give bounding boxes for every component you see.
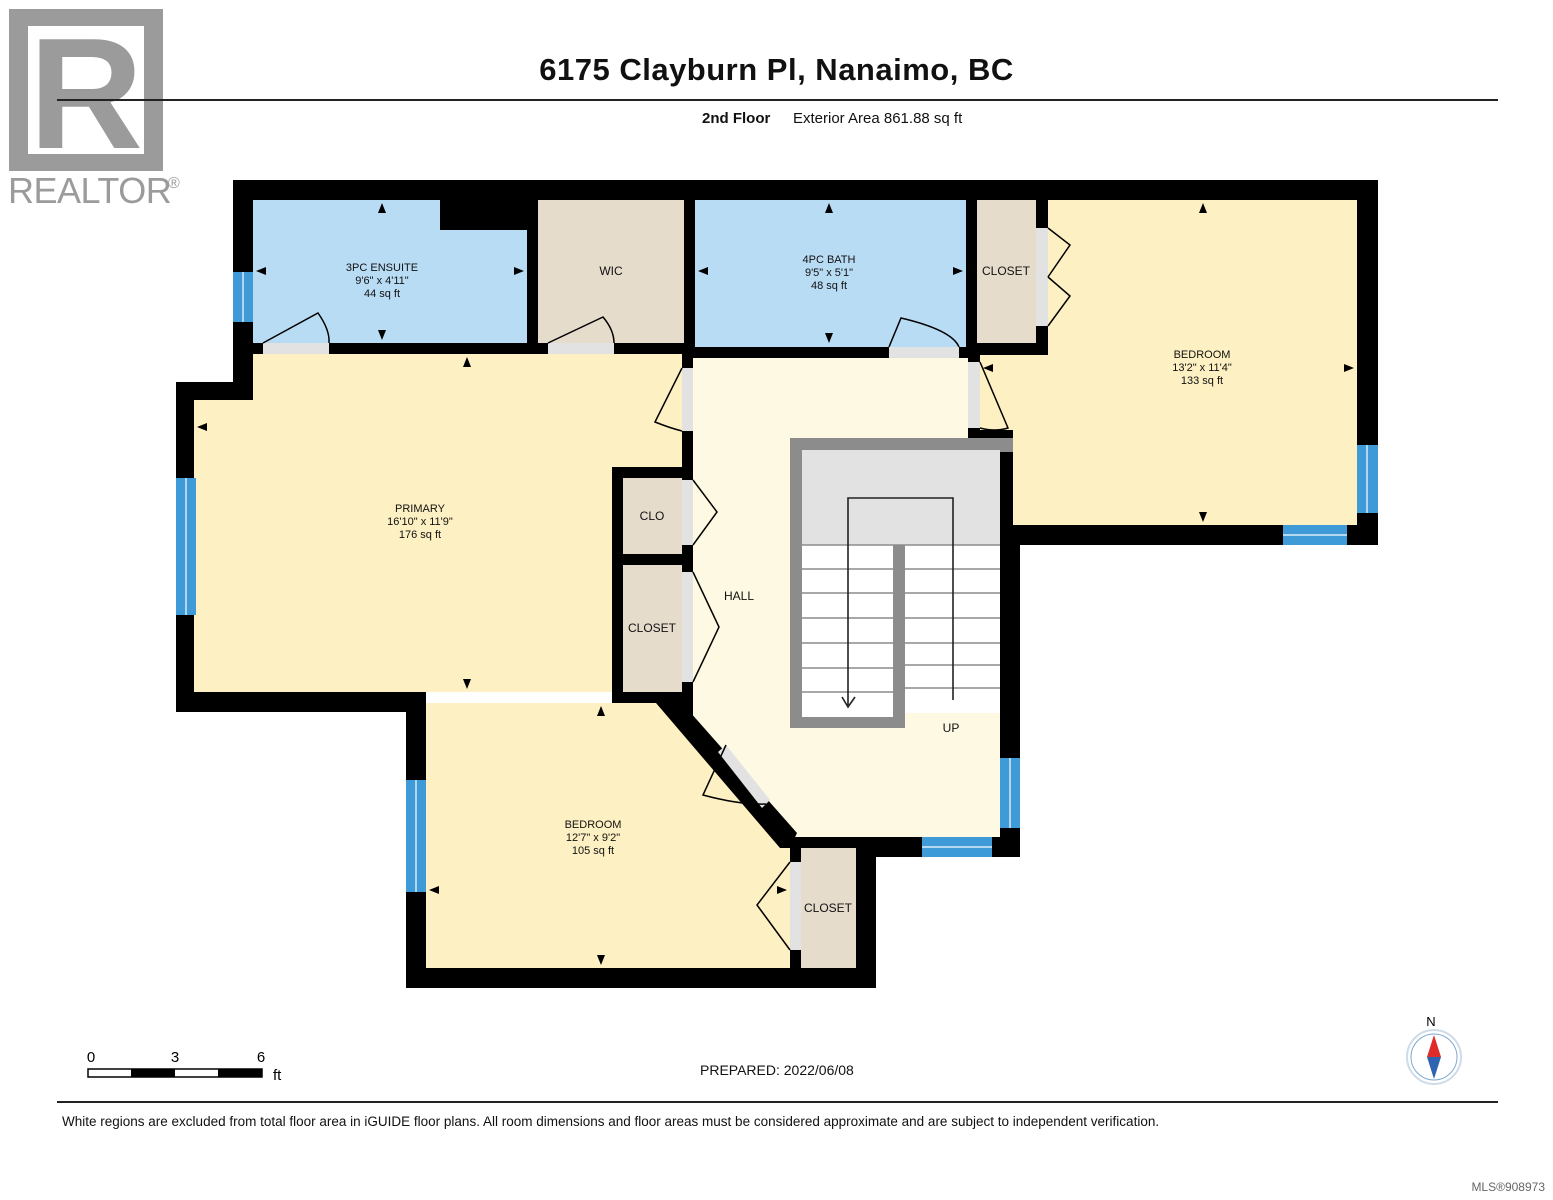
floor-name: 2nd Floor bbox=[702, 110, 771, 127]
bedroom-s-dims: 12'7" x 9'2" bbox=[566, 832, 620, 844]
room-closet-s bbox=[801, 848, 856, 968]
scale-tick-3: 3 bbox=[171, 1049, 179, 1066]
exterior-area: Exterior Area 861.88 sq ft bbox=[793, 110, 963, 127]
room-closet-mid bbox=[623, 565, 682, 692]
hall-name: HALL bbox=[724, 589, 754, 603]
prepared-date: PREPARED: 2022/06/08 bbox=[700, 1062, 854, 1078]
bedroom-ne-area: 133 sq ft bbox=[1181, 375, 1223, 387]
door-opening-diagonal bbox=[718, 745, 770, 808]
wic-name: WIC bbox=[599, 264, 623, 278]
page-title: 6175 Clayburn Pl, Nanaimo, BC bbox=[539, 52, 1014, 87]
ensuite-dims: 9'6" x 4'11" bbox=[355, 275, 408, 287]
windows bbox=[176, 272, 1378, 892]
scale-tick-6: 6 bbox=[257, 1049, 265, 1066]
room-bedroom-s bbox=[426, 703, 790, 968]
room-4pc-bath bbox=[695, 200, 966, 347]
staircase bbox=[790, 438, 1013, 728]
compass-icon: N bbox=[1406, 1014, 1462, 1085]
room-bedroom-ne bbox=[980, 200, 1357, 525]
footer-rule bbox=[57, 1101, 1498, 1103]
logo-wordmark: REALTOR bbox=[8, 170, 171, 211]
compass-north-label: N bbox=[1426, 1014, 1435, 1029]
primary-dims: 16'10" x 11'9" bbox=[387, 516, 453, 528]
mls-number: MLS®908973 bbox=[1471, 1180, 1545, 1194]
dimension-arrows bbox=[197, 203, 1354, 965]
header-rule bbox=[57, 99, 1498, 101]
realtor-logo-mark: R REALTOR ® bbox=[8, 6, 180, 211]
bedroom-s-area: 105 sq ft bbox=[572, 845, 614, 857]
room-primary bbox=[194, 354, 682, 692]
ensuite-name: 3PC ENSUITE bbox=[346, 262, 418, 274]
door-openings bbox=[263, 228, 1048, 950]
floor-label: 2nd Floor bbox=[702, 110, 770, 127]
bedroom-ne-dims: 13'2" x 11'4" bbox=[1172, 362, 1232, 374]
diagonal-wall bbox=[656, 703, 797, 848]
bath-name: 4PC BATH bbox=[803, 254, 856, 266]
realtor-logo: R REALTOR ® bbox=[8, 6, 188, 213]
room-labels: 3PC ENSUITE 9'6" x 4'11" 44 sq ft WIC 4P… bbox=[346, 254, 1232, 915]
door-swings bbox=[262, 227, 1072, 951]
primary-area: 176 sq ft bbox=[399, 529, 441, 541]
scale-unit: ft bbox=[273, 1067, 282, 1084]
clo-name: CLO bbox=[640, 509, 665, 523]
closet-mid-name: CLOSET bbox=[628, 621, 677, 635]
scale-tick-0: 0 bbox=[87, 1049, 95, 1066]
closet-ne-name: CLOSET bbox=[982, 264, 1031, 278]
scale-bar: 0 3 6 ft bbox=[87, 1049, 282, 1084]
primary-name: PRIMARY bbox=[395, 503, 446, 515]
room-3pc-ensuite bbox=[253, 200, 527, 343]
stairs-up-label: UP bbox=[943, 721, 960, 735]
room-clo bbox=[623, 478, 682, 554]
logo-registered-mark: ® bbox=[168, 175, 180, 192]
bedroom-ne-name: BEDROOM bbox=[1174, 349, 1231, 361]
closet-s-name: CLOSET bbox=[804, 901, 853, 915]
window-mullions bbox=[185, 272, 1368, 892]
disclaimer-text: White regions are excluded from total fl… bbox=[62, 1114, 1160, 1129]
bath-area: 48 sq ft bbox=[811, 280, 847, 292]
room-wic bbox=[538, 200, 684, 343]
ensuite-area: 44 sq ft bbox=[364, 288, 400, 300]
bath-dims: 9'5" x 5'1" bbox=[805, 267, 853, 279]
room-closet-ne bbox=[977, 200, 1036, 343]
logo-letter: R bbox=[29, 8, 143, 182]
bedroom-s-name: BEDROOM bbox=[565, 819, 622, 831]
